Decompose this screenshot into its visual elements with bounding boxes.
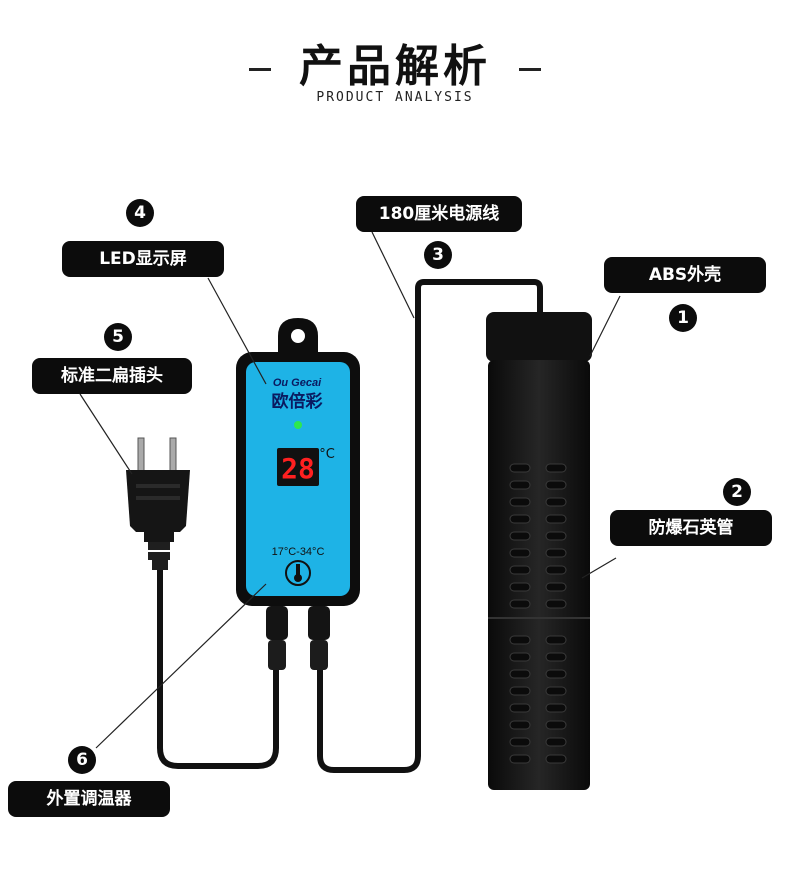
title-text: 产品解析 bbox=[299, 41, 491, 92]
callout-number-5: 5 bbox=[104, 323, 132, 351]
callout-number-2: 2 bbox=[723, 478, 751, 506]
callout-label-6: 外置调温器 bbox=[8, 781, 170, 817]
led-display bbox=[277, 448, 319, 486]
title-dash-right bbox=[519, 67, 541, 71]
title-dash-left bbox=[249, 67, 271, 71]
page-title: 产品解析 bbox=[0, 30, 790, 94]
brand-en: Ou Gecai bbox=[273, 377, 322, 389]
brand-cn: 欧倍彩 bbox=[272, 391, 323, 412]
controller-strain-reliefs bbox=[266, 606, 330, 670]
callout-label-3: 180厘米电源线 bbox=[356, 196, 522, 232]
callout-number-4: 4 bbox=[126, 199, 154, 227]
leader-lines bbox=[79, 231, 621, 749]
controller-body bbox=[236, 318, 360, 606]
callout-number-3: 3 bbox=[424, 241, 452, 269]
led-indicator bbox=[294, 421, 302, 429]
plug-cable bbox=[157, 560, 279, 769]
callout-label-1: ABS外壳 bbox=[604, 257, 766, 293]
temp-unit: °C bbox=[319, 447, 335, 462]
standard-plug bbox=[126, 437, 190, 570]
callout-label-4: LED显示屏 bbox=[62, 241, 224, 277]
heater-body bbox=[486, 312, 592, 790]
callout-number-1: 1 bbox=[669, 304, 697, 332]
callout-label-2: 防爆石英管 bbox=[610, 510, 772, 546]
callout-number-6: 6 bbox=[68, 746, 96, 774]
callout-label-5: 标准二扁插头 bbox=[32, 358, 192, 394]
temp-range: 17°C-34°C bbox=[272, 546, 325, 558]
temp-value: 28 bbox=[281, 452, 315, 485]
page-subtitle: PRODUCT ANALYSIS bbox=[316, 90, 474, 105]
power-cable bbox=[317, 279, 543, 773]
